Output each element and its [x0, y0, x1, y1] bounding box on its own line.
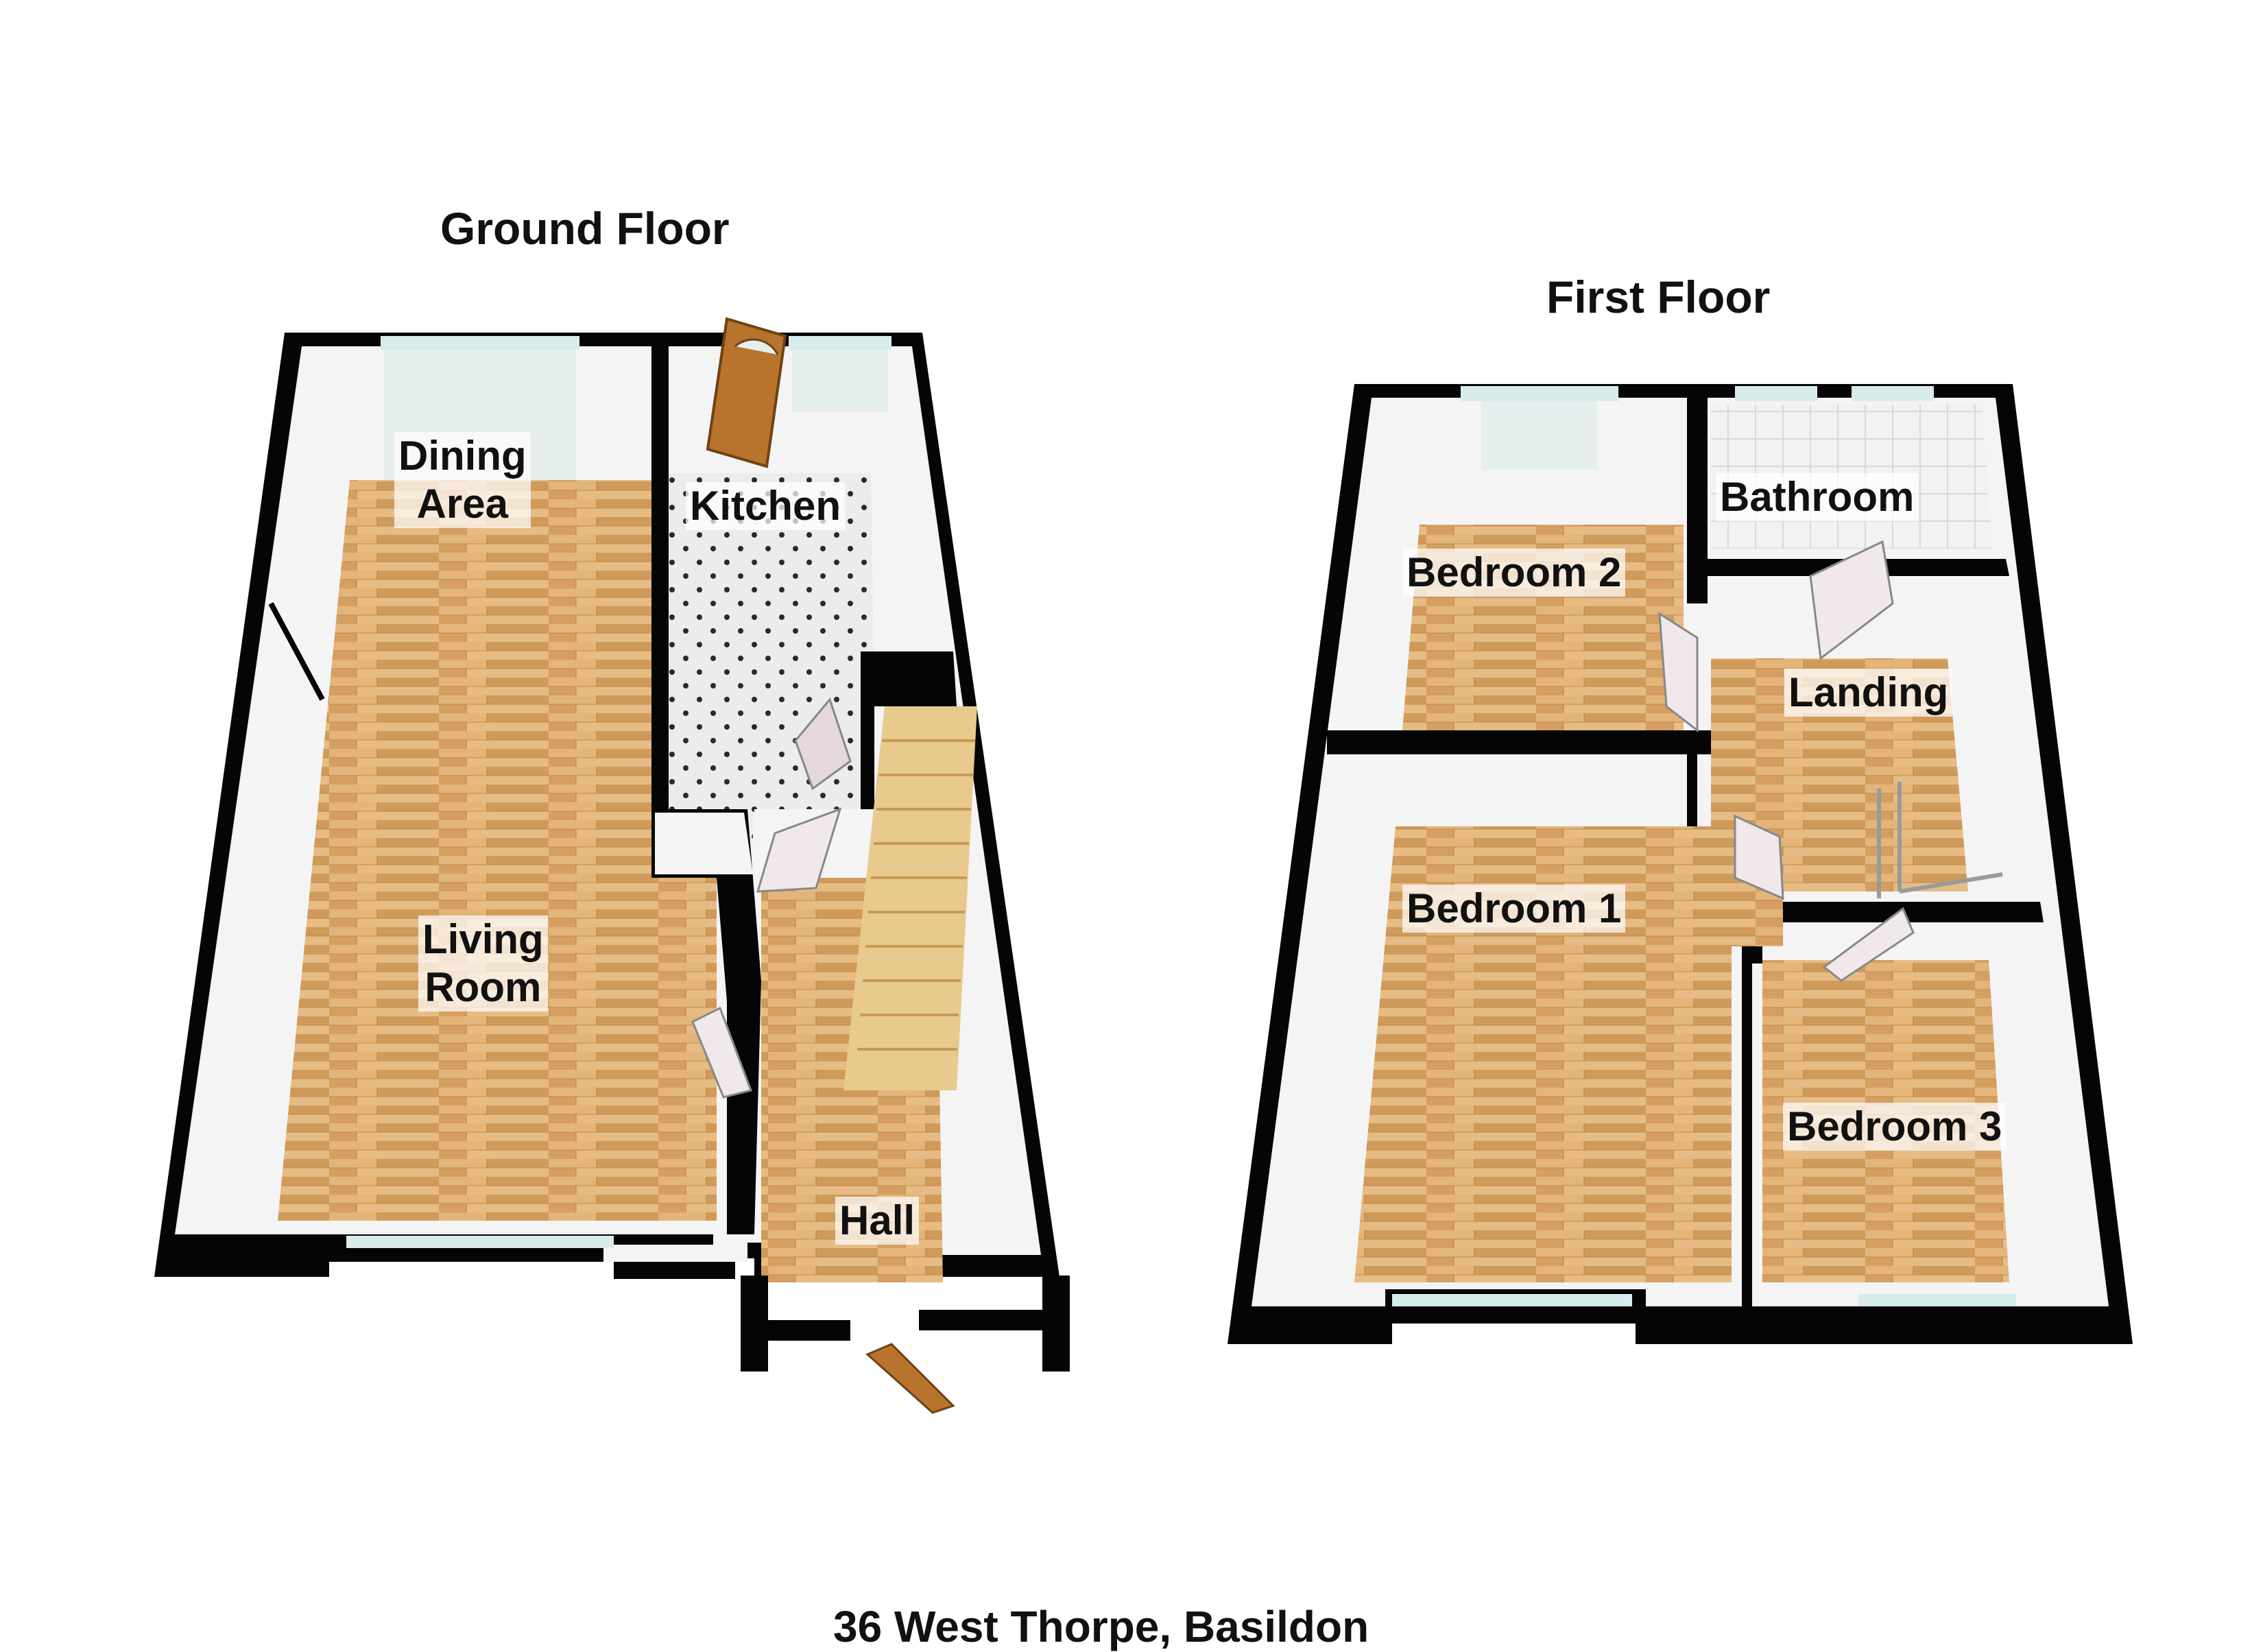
kitchen-window: [789, 336, 891, 350]
bathroom-window-1: [1735, 386, 1817, 401]
bedroom-1-door: [1734, 814, 1784, 900]
stair-wall: [861, 651, 957, 809]
bedroom-2-partition: [1687, 394, 1708, 603]
living-dining-floor: [278, 480, 717, 1221]
bedroom-3-front-window: [1858, 1294, 2016, 1306]
bedroom-3-door: [1822, 907, 1915, 982]
kitchen-door: [756, 807, 842, 893]
bedroom-2-door: [1658, 612, 1699, 733]
room-label-bedroom-1: Bedroom 1: [1402, 885, 1626, 933]
bedroom-2-window: [1461, 386, 1618, 401]
kitchen-back-door: [706, 317, 787, 468]
room-label-kitchen: Kitchen: [686, 482, 846, 530]
bedroom-1-floor: [1354, 826, 1732, 1282]
ground-partition-wall: [651, 343, 761, 1234]
room-label-hall: Hall: [835, 1197, 920, 1245]
bathroom-door: [1809, 540, 1894, 660]
room-label-landing: Landing: [1784, 669, 1953, 717]
staircase: [843, 706, 977, 1090]
dining-patio-window: [381, 336, 579, 350]
room-label-dining-area: Dining Area: [394, 432, 531, 528]
first-floor-plan: [1228, 384, 2133, 1344]
ground-floor-plan: [154, 317, 1070, 1414]
living-front-window: [346, 1236, 614, 1248]
bathroom-window-2: [1852, 386, 1934, 401]
kitchen-stair-door: [794, 697, 852, 791]
front-door: [865, 1343, 955, 1414]
room-label-bedroom-3: Bedroom 3: [1783, 1103, 2007, 1151]
living-room-door: [691, 1006, 752, 1099]
landing-banister: [1877, 782, 2003, 898]
ground-floor-title: Ground Floor: [440, 203, 730, 254]
property-address: 36 West Thorpe, Basildon: [833, 1602, 1369, 1651]
room-label-bedroom-2: Bedroom 2: [1402, 549, 1626, 597]
bedroom-1-front-window: [1392, 1294, 1632, 1306]
first-floor-title: First Floor: [1546, 272, 1771, 322]
room-label-living-room: Living Room: [418, 915, 548, 1011]
room-label-bathroom: Bathroom: [1716, 473, 1919, 521]
